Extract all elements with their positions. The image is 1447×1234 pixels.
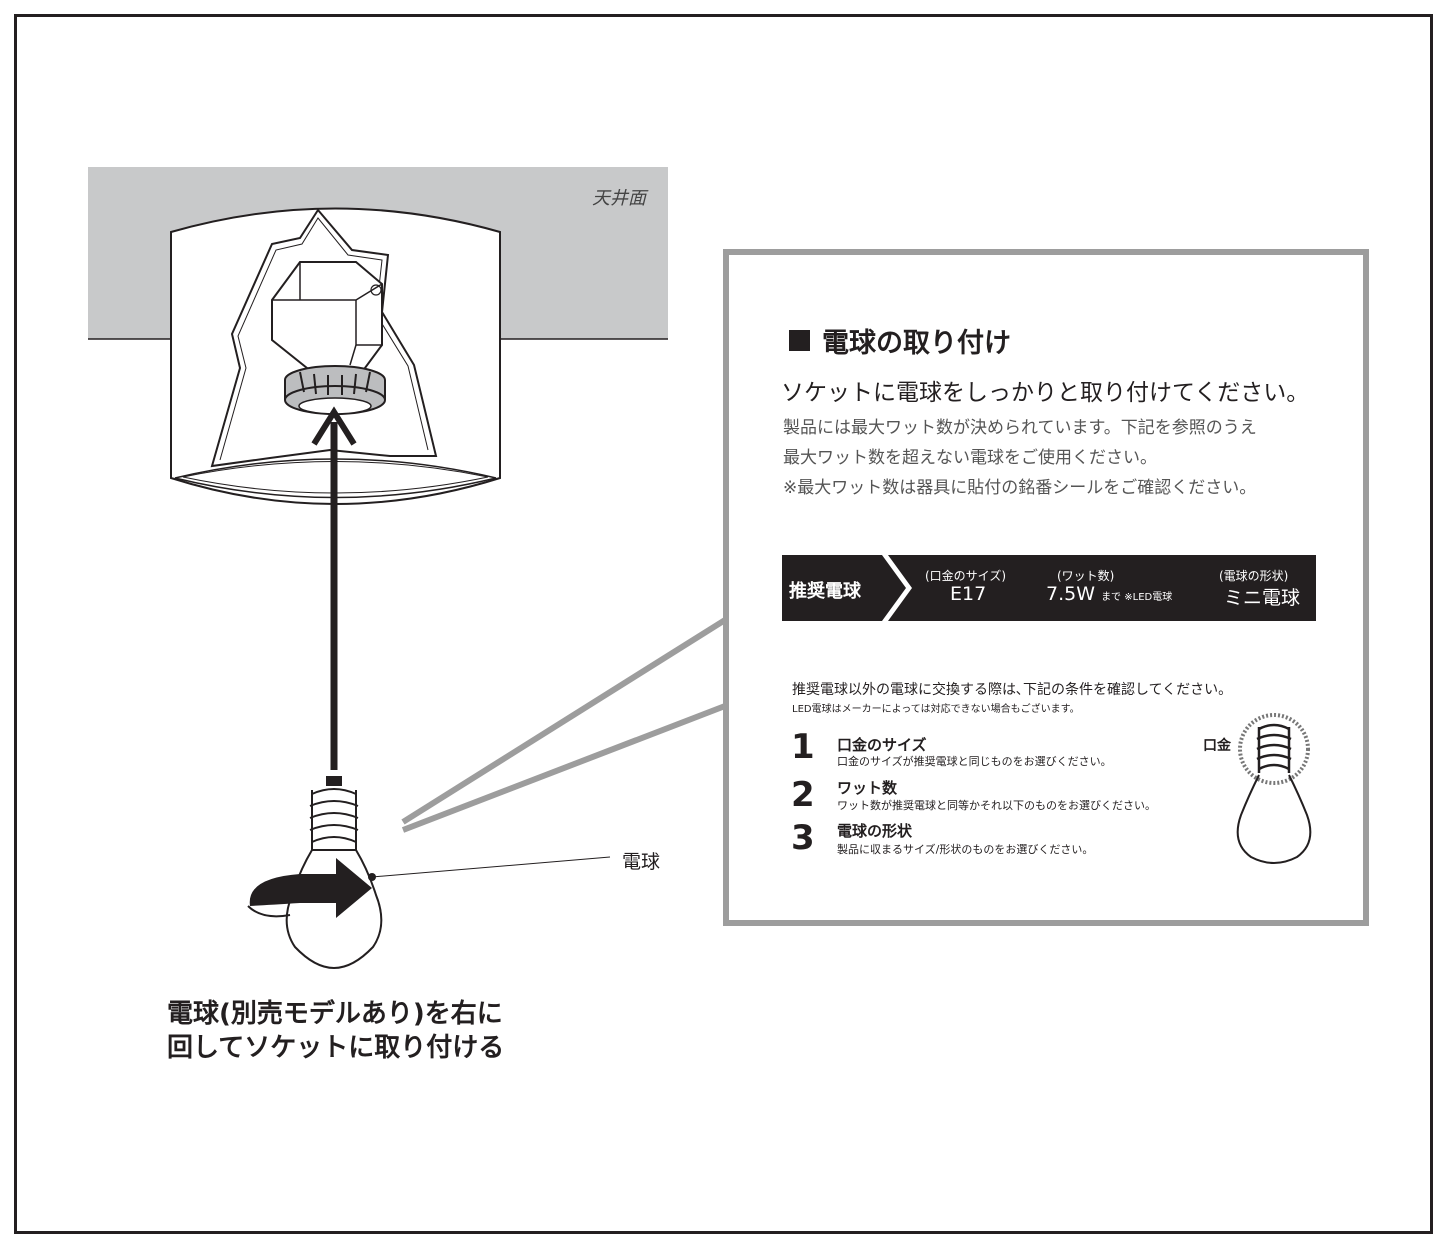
condition-2-title: ワット数 [837, 779, 898, 797]
bulb-drawing [285, 776, 383, 970]
condition-1-title: 口金のサイズ [837, 736, 927, 754]
wattage-suffix: まで ※LED電球 [1101, 592, 1173, 603]
bulb-label: 電球 [622, 851, 661, 873]
callout-line-upper [401, 617, 727, 825]
info-title: 電球の取り付け [789, 321, 1011, 360]
bulb-base-diagram [1236, 713, 1312, 864]
conditions-intro: 推奨電球以外の電球に交換する際は､下記の条件を確認してください。 [792, 682, 1233, 698]
condition-3-desc: 製品に収まるサイズ/形状のものをお選びください。 [837, 843, 1094, 856]
caption-line-1: 電球(別売モデルあり)を右に [167, 999, 503, 1029]
wattage-value-row: 7.5W まで ※LED電球 [1046, 583, 1172, 605]
wattage-value: 7.5W [1046, 583, 1096, 605]
shape-caption: (電球の形状) [1219, 569, 1289, 583]
fixture-inner-rim [182, 461, 489, 494]
bulb-info-box: 電球の取り付け ソケットに電球をしっかりと取り付けてください。 製品には最大ワッ… [723, 249, 1369, 926]
square-bullet-icon [789, 330, 810, 351]
condition-2-desc: ワット数が推奨電球と同等かそれ以下のものをお選びください。 [837, 799, 1156, 812]
info-note-line-3: ※最大ワット数は器具に貼付の銘番シールをご確認ください。 [783, 478, 1257, 498]
caption-line-2: 回してソケットに取り付ける [167, 1033, 505, 1063]
condition-3-number: 3 [791, 818, 815, 858]
bulb-leader-line [371, 856, 611, 878]
condition-1-number: 1 [791, 727, 815, 767]
recommended-label: 推奨電球 [789, 581, 861, 602]
info-note: 製品には最大ワット数が決められています。下記を参照のうえ 最大ワット数を超えない… [783, 413, 1257, 503]
base-size-caption: (口金のサイズ) [925, 569, 1007, 583]
ceiling-label: 天井面 [592, 188, 646, 209]
base-size-value: E17 [950, 583, 987, 605]
info-note-line-2: 最大ワット数を超えない電球をご使用ください。 [783, 448, 1157, 468]
up-arrow-head [311, 406, 357, 446]
callout-line-lower [401, 703, 727, 833]
recommended-bulb-bar: 推奨電球 (口金のサイズ) E17 (ワット数) 7.5W まで ※LED電球 … [782, 555, 1316, 621]
instruction-caption: 電球(別売モデルあり)を右に 回してソケットに取り付ける [167, 997, 504, 1065]
info-note-line-1: 製品には最大ワット数が決められています。下記を参照のうえ [783, 418, 1257, 438]
installation-illustration [88, 167, 727, 970]
condition-2-number: 2 [791, 775, 815, 815]
kuchigane-label: 口金 [1203, 738, 1231, 754]
chevron-divider-icon [882, 555, 912, 621]
condition-1-desc: 口金のサイズが推奨電球と同じものをお選びください。 [837, 755, 1112, 768]
wattage-caption: (ワット数) [1057, 569, 1115, 583]
shape-value: ミニ電球 [1224, 587, 1301, 609]
info-subtitle: ソケットに電球をしっかりと取り付けてください。 [781, 380, 1310, 406]
condition-3-title: 電球の形状 [837, 822, 913, 840]
info-title-text: 電球の取り付け [822, 328, 1011, 359]
rotate-arrow [249, 858, 372, 918]
conditions-note: LED電球はメーカーによっては対応できない場合もございます。 [792, 704, 1080, 715]
